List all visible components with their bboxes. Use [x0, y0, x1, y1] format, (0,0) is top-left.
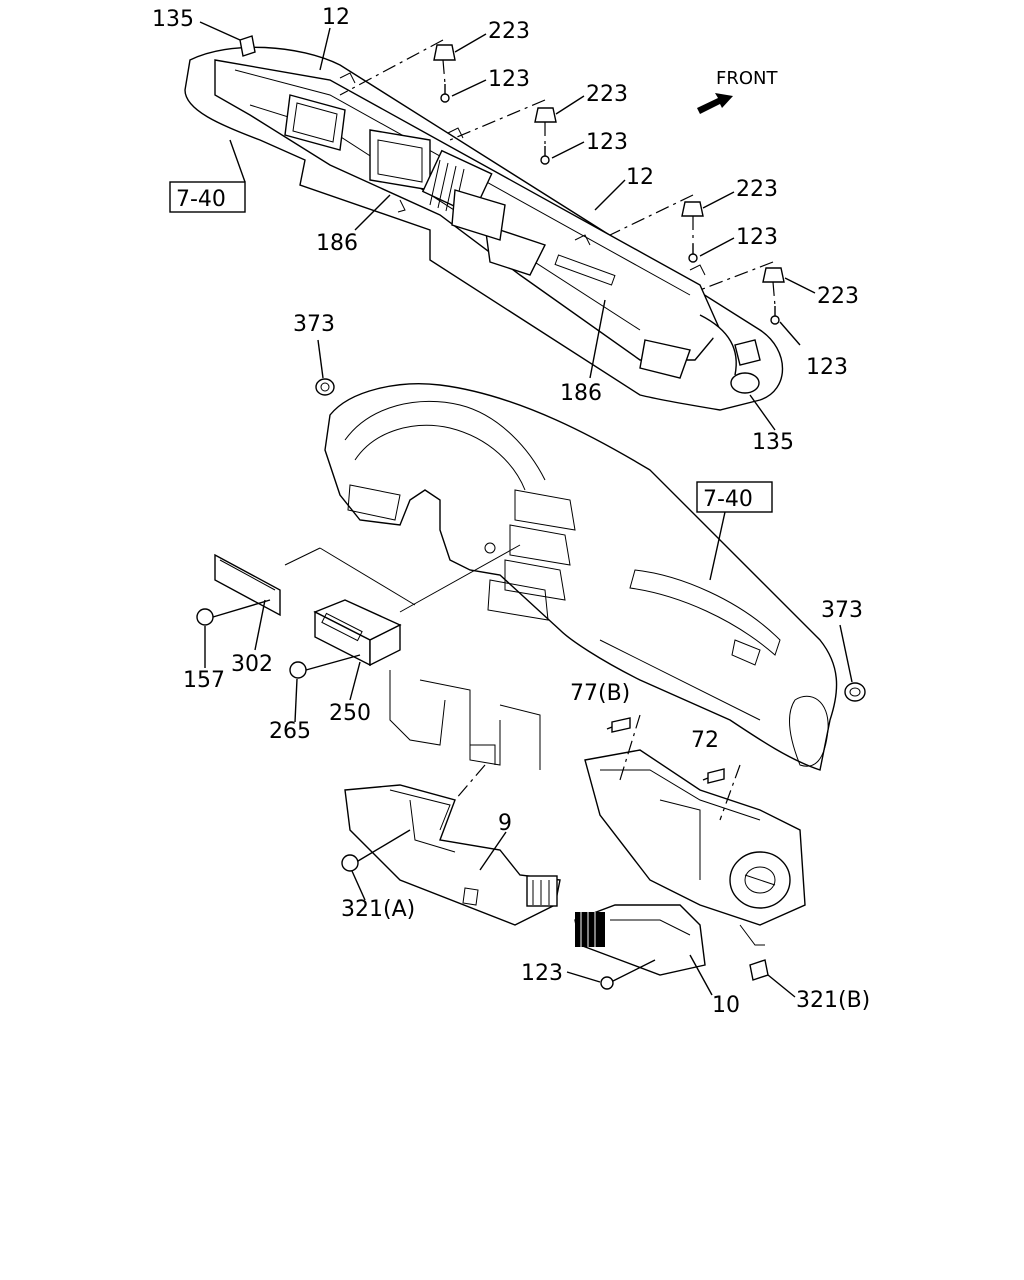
callout-186: 186 — [560, 381, 602, 406]
callout-72: 72 — [691, 728, 719, 753]
callout-10: 10 — [712, 993, 740, 1018]
module-lines — [284, 544, 521, 613]
callout-373: 373 — [821, 598, 863, 623]
leader-lines — [199, 21, 853, 998]
callout-250: 250 — [329, 701, 371, 726]
lower-duct-10 — [574, 904, 706, 990]
grommets — [315, 378, 866, 702]
callout-135: 135 — [152, 7, 194, 32]
upper-duct-assembly — [184, 35, 784, 411]
callout-373: 373 — [293, 312, 335, 337]
callout-123: 123 — [806, 355, 848, 380]
ref-label-a: 7-40 — [176, 187, 226, 212]
part-labels: 135 12 223 123 223 123 12 223 123 223 12… — [152, 5, 870, 1018]
callout-321a: 321(A) — [341, 897, 415, 922]
callout-223: 223 — [736, 177, 778, 202]
callout-123: 123 — [736, 225, 778, 250]
ref-label-b: 7-40 — [703, 487, 753, 512]
front-arrow-icon — [697, 93, 733, 114]
callout-12: 12 — [626, 165, 654, 190]
dashboard-panel — [324, 383, 838, 771]
callout-186: 186 — [316, 231, 358, 256]
module-302 — [196, 553, 281, 626]
callout-223: 223 — [817, 284, 859, 309]
callout-265: 265 — [269, 719, 311, 744]
front-label: FRONT — [716, 68, 778, 89]
callout-9: 9 — [498, 811, 512, 836]
callout-12: 12 — [322, 5, 350, 30]
reference-boxes: 7-40 7-40 — [169, 139, 773, 581]
ref-box-b — [696, 481, 773, 513]
callout-77b: 77(B) — [570, 681, 630, 706]
callout-123: 123 — [586, 130, 628, 155]
lower-connecting-fragments — [389, 670, 541, 801]
lower-duct-9 — [341, 784, 561, 926]
callout-123: 123 — [488, 67, 530, 92]
callout-321b: 321(B) — [796, 988, 870, 1013]
callout-123: 123 — [521, 961, 563, 986]
alignment-lines-upper — [339, 39, 776, 307]
callout-223: 223 — [488, 19, 530, 44]
front-indicator: FRONT — [697, 68, 778, 114]
ref-box-a — [169, 181, 246, 213]
callout-157: 157 — [183, 668, 225, 693]
callout-302: 302 — [231, 652, 273, 677]
heater-unit — [584, 714, 806, 981]
callout-135: 135 — [752, 430, 794, 455]
module-250 — [289, 599, 402, 679]
callout-223: 223 — [586, 82, 628, 107]
upper-fasteners — [433, 44, 785, 325]
